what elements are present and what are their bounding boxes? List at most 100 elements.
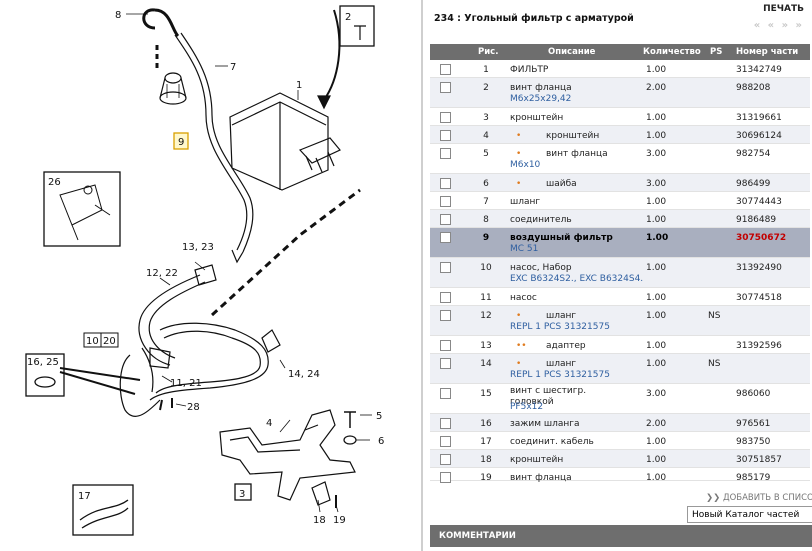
row-pos[interactable]: 3 (483, 113, 489, 123)
row-checkbox[interactable] (440, 292, 451, 303)
label-7[interactable]: 7 (230, 62, 236, 73)
row-part-number[interactable]: 30774443 (736, 197, 782, 207)
row-pos[interactable]: 15 (480, 389, 492, 399)
row-part-number[interactable]: 30750672 (736, 233, 787, 243)
row-part-number[interactable]: 30696124 (736, 131, 782, 141)
row-pos[interactable]: 13 (480, 341, 492, 351)
row-checkbox[interactable] (440, 436, 451, 447)
label-14-24[interactable]: 14, 24 (288, 369, 320, 380)
row-checkbox[interactable] (440, 196, 451, 207)
row-part-number[interactable]: 988208 (736, 83, 771, 93)
label-10[interactable]: 10 (86, 336, 99, 347)
row-pos[interactable]: 5 (483, 149, 489, 159)
row-part-number[interactable]: 983750 (736, 437, 771, 447)
comments-header[interactable]: КОММЕНТАРИИ (430, 525, 812, 547)
label-1[interactable]: 1 (296, 80, 302, 91)
label-6[interactable]: 6 (378, 436, 384, 447)
label-12-22[interactable]: 12, 22 (146, 268, 178, 279)
row-pos[interactable]: 2 (483, 83, 489, 93)
row-part-number[interactable]: 985179 (736, 473, 771, 483)
row-checkbox[interactable] (440, 388, 451, 399)
row-part-number[interactable]: 9186489 (736, 215, 777, 225)
label-4[interactable]: 4 (266, 418, 272, 429)
print-button[interactable]: ПЕЧАТЬ (763, 4, 804, 14)
row-part-number[interactable]: 31319661 (736, 113, 782, 123)
row-checkbox[interactable] (440, 148, 451, 159)
label-18[interactable]: 18 (313, 515, 326, 526)
row-pos[interactable]: 17 (480, 437, 492, 447)
label-19[interactable]: 19 (333, 515, 346, 526)
row-pos[interactable]: 7 (483, 197, 489, 207)
row-pos[interactable]: 12 (480, 311, 492, 321)
row-pos[interactable]: 10 (480, 263, 492, 273)
label-16-25[interactable]: 16, 25 (27, 357, 59, 368)
label-5[interactable]: 5 (376, 411, 382, 422)
catalog-select[interactable]: Новый Каталог частей (687, 506, 812, 523)
row-pos[interactable]: 14 (480, 359, 492, 369)
label-28[interactable]: 28 (187, 402, 200, 413)
add-to-list-link[interactable]: ❯❯ ДОБАВИТЬ В СПИСОК (706, 493, 812, 503)
label-8[interactable]: 8 (115, 10, 121, 21)
row-pos[interactable]: 6 (483, 179, 489, 189)
label-2[interactable]: 2 (345, 12, 351, 23)
row-checkbox[interactable] (440, 262, 451, 273)
row-checkbox[interactable] (440, 358, 451, 369)
row-pos[interactable]: 8 (483, 215, 489, 225)
nav-arrows[interactable]: « « » » (753, 20, 804, 31)
label-20[interactable]: 20 (103, 336, 116, 347)
label-11-21[interactable]: 11, 21 (170, 378, 202, 389)
row-part-number[interactable]: 31392490 (736, 263, 782, 273)
row-pos[interactable]: 9 (482, 233, 490, 243)
row-checkbox[interactable] (440, 472, 451, 483)
row-part-number[interactable]: 31342749 (736, 65, 782, 75)
row-checkbox[interactable] (440, 82, 451, 93)
row-pos[interactable]: 19 (480, 473, 492, 483)
row-checkbox[interactable] (440, 232, 451, 243)
row-checkbox[interactable] (440, 214, 451, 225)
row-pos[interactable]: 4 (483, 131, 489, 141)
row-checkbox[interactable] (440, 64, 451, 75)
label-13-23[interactable]: 13, 23 (182, 242, 214, 253)
label-26[interactable]: 26 (48, 177, 61, 188)
row-checkbox[interactable] (440, 112, 451, 123)
row-pos[interactable]: 18 (480, 455, 492, 465)
row-part-number[interactable]: 976561 (736, 419, 771, 429)
row-part-number[interactable]: 30751857 (736, 455, 782, 465)
row-pos[interactable]: 1 (483, 65, 489, 75)
row-part-number[interactable]: 986060 (736, 389, 771, 399)
row-part-number[interactable]: 982754 (736, 149, 771, 159)
label-9[interactable]: 9 (178, 137, 184, 148)
label-3[interactable]: 3 (239, 489, 245, 500)
row-checkbox[interactable] (440, 178, 451, 189)
row-part-number[interactable]: 31392596 (736, 341, 782, 351)
row-checkbox[interactable] (440, 130, 451, 141)
row-checkbox[interactable] (440, 340, 451, 351)
label-17[interactable]: 17 (78, 491, 91, 502)
row-pos[interactable]: 16 (480, 419, 492, 429)
row-part-number[interactable]: 30774518 (736, 293, 782, 303)
row-part-number[interactable]: 986499 (736, 179, 771, 189)
row-pos[interactable]: 11 (480, 293, 492, 303)
row-checkbox[interactable] (440, 418, 451, 429)
panel-divider[interactable] (421, 0, 423, 551)
row-checkbox[interactable] (440, 310, 451, 321)
